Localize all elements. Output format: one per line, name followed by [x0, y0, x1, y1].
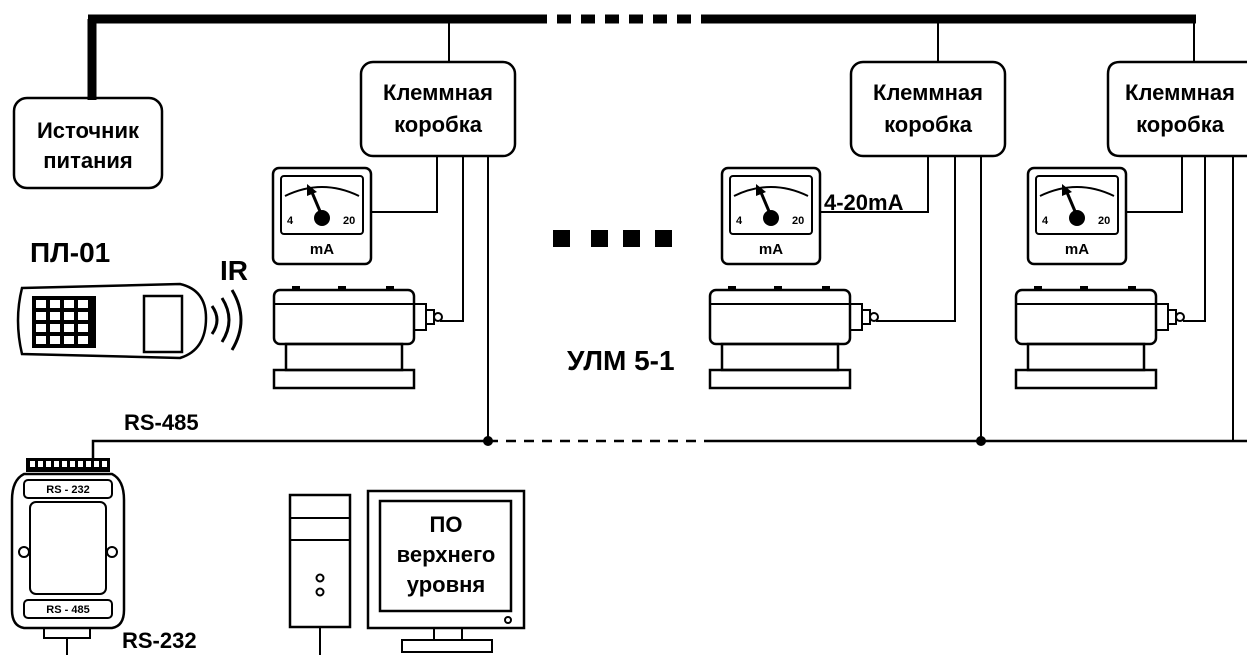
level-meter-device-1 [272, 286, 443, 390]
monitor: ПО верхнего уровня [366, 489, 526, 653]
meter-min-label: 4 [1042, 215, 1049, 227]
junction-box-2-line2: коробка [884, 112, 973, 137]
signal-wires [371, 156, 1234, 441]
junction-box-3-line1: Клеммная [1125, 80, 1235, 105]
ir-waves-icon [210, 289, 243, 351]
meter-max-label: 20 [792, 215, 804, 227]
meter-min-label: 4 [287, 215, 294, 227]
monitor-text-line2: верхнего [397, 542, 496, 567]
meter-unit-label: mA [1065, 241, 1089, 258]
handheld-programmer [16, 282, 208, 360]
handheld-label: ПЛ-01 [30, 237, 110, 268]
junction-box-1-line2: коробка [394, 112, 483, 137]
junction-box-1-line1: Клеммная [383, 80, 493, 105]
ellipsis-squares [553, 230, 672, 247]
power-source-line2: питания [43, 148, 132, 173]
bus-junction-dot [976, 436, 986, 446]
rs485-bus-label: RS-485 [124, 410, 199, 435]
meter-2: 4 20 mA [720, 166, 822, 266]
ir-label: IR [220, 255, 248, 286]
junction-box-2-line1: Клеммная [873, 80, 983, 105]
level-meter-device-3 [1014, 286, 1185, 390]
keypad [36, 300, 88, 344]
monitor-text-line1: ПО [430, 512, 463, 537]
meter-min-label: 4 [736, 215, 743, 227]
converter-top-label: RS - 232 [46, 484, 89, 496]
power-source-box: Источник питания [12, 96, 164, 190]
meter-max-label: 20 [343, 215, 355, 227]
meter-3: 4 20 mA [1026, 166, 1128, 266]
computer-tower [288, 493, 352, 655]
meter-unit-label: mA [310, 241, 334, 258]
junction-box-3-line2: коробка [1136, 112, 1225, 137]
power-bus [87, 14, 1196, 100]
rs232-link-label: RS-232 [122, 628, 197, 653]
rs485-bus [91, 439, 1247, 458]
meter-unit-label: mA [759, 241, 783, 258]
junction-box-1: Клеммная коробка [359, 60, 517, 158]
interface-converter: RS - 232 RS - 485 [10, 458, 126, 655]
level-meter-device-2 [708, 286, 879, 390]
bus-junction-dot [483, 436, 493, 446]
monitor-text-line3: уровня [407, 572, 485, 597]
current-loop-label: 4-20mA [824, 190, 904, 215]
power-source-line1: Источник [37, 118, 140, 143]
junction-box-3: Клеммная коробка [1106, 60, 1247, 158]
meter-max-label: 20 [1098, 215, 1110, 227]
junction-box-2: Клеммная коробка [849, 60, 1007, 158]
meter-1: 4 20 mA [271, 166, 373, 266]
converter-bottom-label: RS - 485 [46, 604, 89, 616]
device-label: УЛМ 5-1 [567, 345, 675, 376]
